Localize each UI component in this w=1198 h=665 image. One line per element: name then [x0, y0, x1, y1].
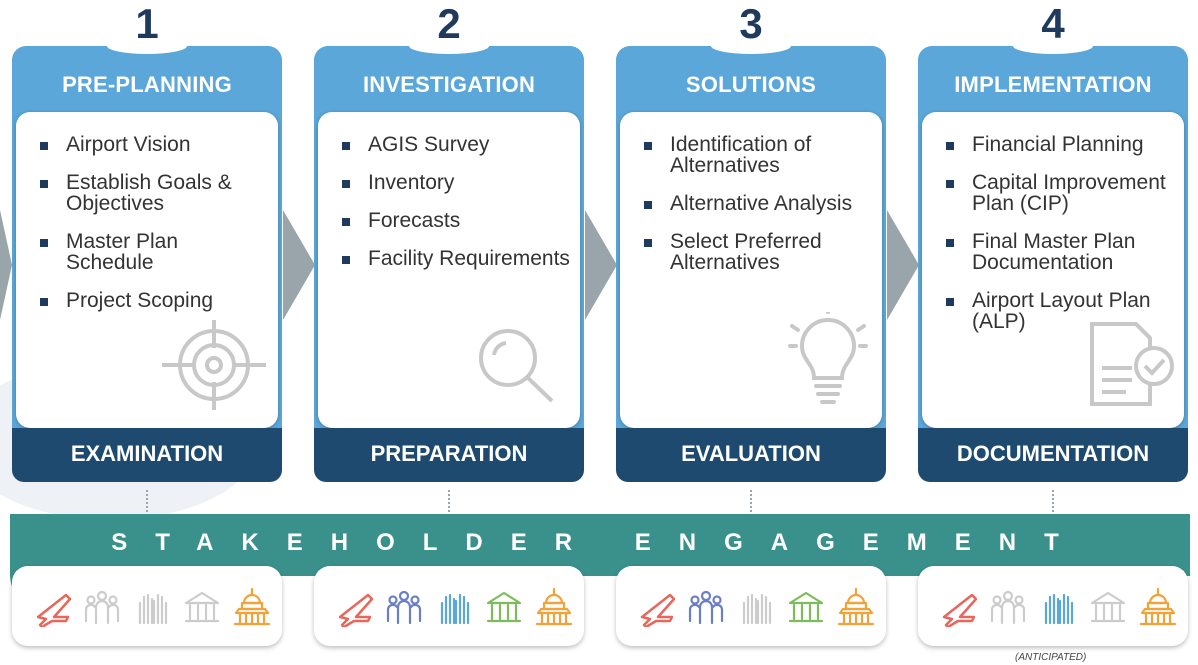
phase-1: 1 PRE-PLANNING Airport Vision Establish … [12, 0, 282, 485]
phase-item-list: Financial Planning Capital Improvement P… [942, 134, 1174, 349]
list-item: Facility Requirements [338, 248, 570, 269]
list-item: Project Scoping [36, 290, 268, 311]
group-icon [386, 590, 422, 625]
government-building-icon [486, 591, 522, 623]
raised-hands-icon [742, 593, 772, 625]
phase-title: IMPLEMENTATION [954, 72, 1152, 97]
airplane-icon [36, 593, 72, 627]
capitol-icon [535, 587, 573, 626]
engagement-icons-2 [314, 566, 584, 646]
phase-content-panel [16, 112, 278, 428]
dotted-connector [146, 490, 148, 512]
capitol-icon [837, 587, 875, 626]
list-item: AGIS Survey [338, 134, 570, 155]
group-icon [688, 590, 724, 625]
phase-item-list: Airport Vision Establish Goals & Objecti… [36, 134, 268, 328]
phase-title: INVESTIGATION [362, 72, 536, 97]
engagement-icons-1 [12, 566, 282, 646]
arrow-3-to-4 [887, 210, 919, 320]
raised-hands-icon [138, 593, 168, 625]
phase-footer-label: PREPARATION [370, 441, 528, 466]
list-item: Alternative Analysis [640, 193, 872, 214]
engagement-icons-4 [918, 566, 1188, 646]
group-icon [990, 590, 1026, 625]
phase-footer-label: EXAMINATION [70, 441, 224, 466]
raised-hands-icon [440, 593, 470, 625]
airplane-icon [640, 593, 676, 627]
list-item: Master Plan Schedule [36, 231, 268, 273]
dotted-connector [1052, 490, 1054, 512]
list-item: Establish Goals & Objectives [36, 172, 268, 214]
anticipated-note: (ANTICIPATED) [1015, 652, 1087, 663]
phase-footer-label: DOCUMENTATION [956, 441, 1150, 466]
capitol-icon [1139, 587, 1177, 626]
capitol-icon [233, 587, 271, 626]
phase-content-panel [620, 112, 882, 428]
document-check-icon [1090, 322, 1174, 406]
number-notch [409, 38, 489, 54]
phase-number: 3 [739, 0, 763, 47]
number-notch [711, 38, 791, 54]
number-notch [1013, 38, 1093, 54]
lightbulb-icon [788, 312, 868, 404]
engagement-title: STAKEHOLDER ENGAGEMENT [111, 529, 1087, 556]
phase-2: 2 INVESTIGATION AGIS Survey Inventory Fo… [314, 0, 584, 485]
phase-number: 2 [437, 0, 461, 47]
airplane-icon [942, 593, 978, 627]
list-item: Financial Planning [942, 134, 1174, 155]
group-icon [84, 590, 120, 625]
list-item: Airport Vision [36, 134, 268, 155]
phase-item-list: Identification of Alternatives Alternati… [640, 134, 872, 290]
phase-title: PRE-PLANNING [62, 72, 232, 97]
list-item: Final Master Plan Documentation [942, 231, 1174, 273]
target-icon [162, 320, 266, 410]
arrow-left-edge [0, 210, 12, 320]
engagement-band [10, 514, 1190, 576]
raised-hands-icon [1044, 593, 1074, 625]
arrow-1-to-2 [283, 210, 315, 320]
list-item: Airport Layout Plan (ALP) [942, 290, 1174, 332]
phase-item-list: AGIS Survey Inventory Forecasts Facility… [338, 134, 570, 286]
phase-3: 3 SOLUTIONS Identification of Alternativ… [616, 0, 886, 485]
phase-footer-bar [918, 428, 1188, 482]
government-building-icon [788, 591, 824, 623]
number-notch [107, 38, 187, 54]
phase-content-panel [318, 112, 580, 428]
phase-title: SOLUTIONS [685, 72, 817, 97]
phase-footer-bar [12, 428, 282, 482]
dotted-connector [448, 490, 450, 512]
government-building-icon [1090, 591, 1126, 623]
list-item: Capital Improvement Plan (CIP) [942, 172, 1174, 214]
airplane-icon [338, 593, 374, 627]
list-item: Forecasts [338, 210, 570, 231]
phase-number: 1 [135, 0, 159, 47]
phase-4: 4 IMPLEMENTATION Financial Planning Capi… [918, 0, 1188, 485]
magnifier-icon [479, 329, 554, 403]
phase-footer-bar [616, 428, 886, 482]
phase-footer-bar [314, 428, 584, 482]
phase-footer-label: EVALUATION [681, 441, 821, 466]
list-item: Inventory [338, 172, 570, 193]
government-building-icon [184, 591, 220, 623]
list-item: Identification of Alternatives [640, 134, 872, 176]
dotted-connector [750, 490, 752, 512]
arrow-2-to-3 [585, 210, 617, 320]
phase-number: 4 [1041, 0, 1065, 47]
list-item: Select Preferred Alternatives [640, 231, 872, 273]
engagement-icons-3 [616, 566, 886, 646]
